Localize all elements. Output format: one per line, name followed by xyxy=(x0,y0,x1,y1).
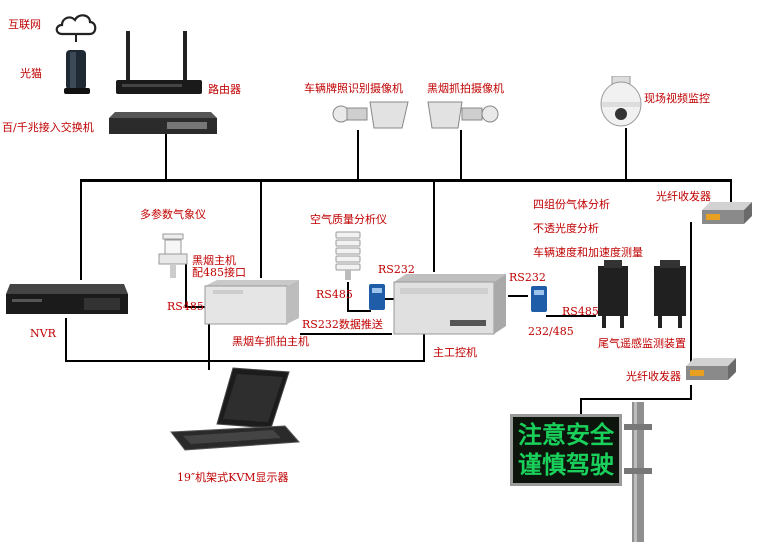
main-ipc-icon xyxy=(393,274,506,335)
host-bottom-line-v xyxy=(208,323,210,363)
main-bus-line xyxy=(80,179,732,182)
label-opacity-analysis: 不透光度分析 xyxy=(533,222,599,235)
left-converter-icon xyxy=(369,284,385,310)
label-plate-camera: 车辆牌照识别摄像机 xyxy=(304,82,403,95)
label-smoke-camera: 黑烟抓拍摄像机 xyxy=(427,82,504,95)
label-smoke-capture-host: 黑烟车抓拍主机 xyxy=(232,335,309,348)
nvr-bottom-line xyxy=(65,318,67,360)
label-rs232-485: 232/485 xyxy=(528,325,574,338)
host-bottom-line-h xyxy=(65,360,425,362)
right-converter-icon xyxy=(531,286,547,312)
smoke-camera-icon xyxy=(427,101,499,129)
fiber-bottom-vertical xyxy=(580,398,582,418)
label-fiber-bottom: 光纤收发器 xyxy=(626,370,681,383)
ipc-to-converter-left xyxy=(385,298,395,300)
label-rs232-air: RS232 xyxy=(378,263,415,276)
fiber-transceiver-top-icon xyxy=(702,202,752,224)
site-monitor-line xyxy=(625,128,627,180)
led-sign-line1: 注意安全 xyxy=(518,421,614,449)
nvr-riser-line xyxy=(80,180,82,280)
label-site-monitor: 现场视频监控 xyxy=(644,92,710,105)
cloud-icon xyxy=(55,14,97,42)
label-router: 路由器 xyxy=(208,83,241,96)
switch-drop-line xyxy=(165,134,167,180)
label-internet: 互联网 xyxy=(8,18,41,31)
label-rs485-right: RS485 xyxy=(562,305,599,318)
dome-camera-icon xyxy=(600,76,642,127)
plate-camera-line xyxy=(357,130,359,180)
label-rs232-push: RS232数据推送 xyxy=(302,318,383,331)
air-sensor-line-v xyxy=(347,282,349,312)
label-speed-measure: 车辆速度和加速度测量 xyxy=(533,246,643,259)
ipc-bottom-line-v xyxy=(423,330,425,362)
label-air-quality: 空气质量分析仪 xyxy=(310,213,387,226)
label-smoke-host-line1: 黑烟主机 xyxy=(192,254,236,267)
kvm-console-icon xyxy=(170,367,301,451)
led-sign xyxy=(510,414,622,486)
label-main-ipc: 主工控机 xyxy=(433,346,477,359)
smoke-host-bus-line xyxy=(260,180,262,278)
label-modem: 光猫 xyxy=(20,67,42,80)
fiber-top-drop-line xyxy=(730,180,732,204)
label-rs485-left: RS485 xyxy=(167,300,204,313)
plate-camera-icon xyxy=(332,101,409,129)
label-gas-analysis: 四组份气体分析 xyxy=(533,198,610,211)
switch-icon xyxy=(109,112,217,134)
router-icon xyxy=(116,31,202,94)
label-kvm: 19″机架式KVM显示器 xyxy=(177,471,289,484)
ipc-bus-line xyxy=(433,180,435,272)
weather-station-icon xyxy=(158,233,188,278)
label-switch: 百/千兆接入交换机 xyxy=(2,121,94,134)
fiber-bottom-horizontal xyxy=(580,398,691,400)
label-fiber-top: 光纤收发器 xyxy=(656,190,711,203)
label-rs232-right: RS232 xyxy=(509,271,546,284)
ipc-to-converter-right xyxy=(508,295,528,297)
fiber-transceiver-bottom-icon xyxy=(686,358,736,380)
kvm-line xyxy=(208,360,210,370)
label-nvr: NVR xyxy=(30,327,56,340)
label-weather-station: 多参数气象仪 xyxy=(140,208,206,221)
label-rs485-air: RS485 xyxy=(316,288,353,301)
label-smoke-host-line2: 配485接口 xyxy=(192,266,246,279)
smoke-host-case-icon xyxy=(204,280,299,325)
smoke-camera-line xyxy=(460,130,462,180)
fiber-link-line xyxy=(690,222,692,370)
nvr-icon xyxy=(6,284,128,314)
led-sign-line2: 谨慎驾驶 xyxy=(518,451,614,479)
data-push-line-h xyxy=(300,333,392,335)
modem-icon xyxy=(64,50,90,94)
air-sensor-line-h xyxy=(347,310,371,312)
converter-to-remote-line xyxy=(546,315,596,317)
sign-pole-icon xyxy=(624,402,652,542)
label-remote-sensing: 尾气遥感监测装置 xyxy=(598,337,686,350)
air-quality-sensor-icon xyxy=(335,231,361,280)
fiber-bottom-tail xyxy=(690,385,692,400)
weather-host-line-v xyxy=(185,262,187,308)
weather-host-line-h xyxy=(185,306,205,308)
remote-sensing-unit-icon xyxy=(598,260,686,328)
